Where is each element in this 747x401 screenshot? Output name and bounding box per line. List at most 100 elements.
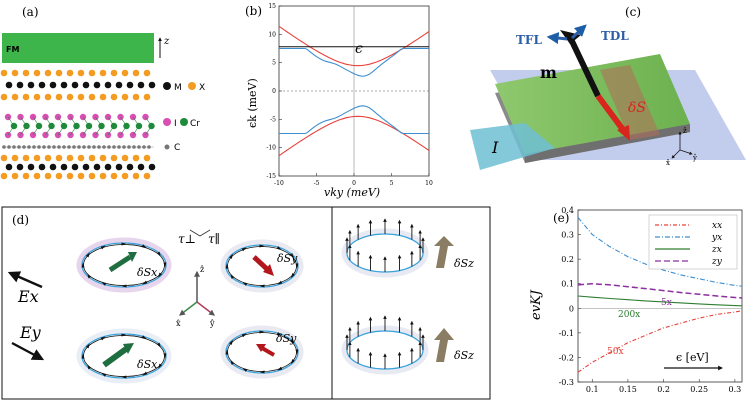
x-atom [88,69,96,77]
x-atom [99,69,107,77]
c-atom [22,145,26,149]
kj-xlabel: ϵ [eV] [676,351,709,364]
c-atom [142,145,146,149]
m-atom [137,81,145,89]
bond [95,125,102,136]
panel-e-label: (e) [553,211,569,225]
m-atom [115,163,123,171]
x-atom [88,93,96,101]
tau-axes-glyph [189,229,211,237]
spin-arrow-glyph [259,370,265,374]
x-tick-label: -5 [314,180,320,187]
bond [132,125,140,136]
c-atom [82,145,86,149]
dsy-bottom-label: δSy [276,332,297,345]
m-atom [16,163,24,171]
fm-label: FM [6,45,19,54]
x-atom [143,69,151,77]
legend-x: X [199,83,205,93]
bond [57,125,65,136]
x-atom [33,154,41,162]
spin-arrow-glyph [141,244,147,249]
y-tick-label: 0 [272,88,276,95]
bond [20,116,27,127]
c-atom [92,145,96,149]
m-atom [104,81,112,89]
dsy-top-arrowhead [263,264,274,276]
c-atom [17,145,21,149]
spin-arrow-glyph [295,349,299,355]
bond [82,125,90,136]
y-tick-label: -0.3 [559,378,574,387]
spin-arrow-glyph [121,375,127,379]
c-atom [122,145,126,149]
dsx-bottom-arrowhead [123,343,134,354]
x-atom [44,154,52,162]
bond [107,125,115,136]
bond [95,116,102,127]
c-atom [137,145,141,149]
panel-a-label: (a) [22,5,39,19]
x-atom [143,172,151,180]
dsy-bottom-arrow [260,346,276,357]
magnetization-arrowhead [560,30,581,44]
x-tick-label: 0.1 [586,385,599,394]
bond [32,116,40,127]
x-tick-label: 0.2 [657,385,670,394]
x-atom-legend [188,82,196,90]
c-axis-y [679,149,693,155]
x-atom [121,93,129,101]
epsilon-label: ϵ [355,41,363,57]
fermi-contour-inner [83,244,165,286]
d-axis-y-label: ŷ [209,319,215,328]
legend-m: M [174,83,182,93]
spin-arrow-glyph [291,273,295,279]
kj-lines [577,217,743,373]
fermi-contour [81,333,167,379]
x-atom [143,154,151,162]
dsx-top-label: δSx [137,266,158,279]
x-atom [110,172,118,180]
spin-arrow-glyph [242,282,248,286]
m-atom [38,81,46,89]
spin-arrow-glyph [156,342,161,348]
m-atom [38,163,46,171]
x-atom [22,93,30,101]
spin-arrow-glyph [141,335,147,340]
c-axis-x-label: x̂ [666,158,670,167]
x-atom [55,154,63,162]
torque-fl-arrow [546,32,568,45]
spin-arrow-glyph [142,371,148,376]
bond [7,116,15,127]
magnetization-vector [567,35,601,98]
ellipse-shadow [220,239,304,293]
m-atom [148,163,156,171]
spin-arrow-glyph [87,364,92,370]
c-atom [72,145,76,149]
m-atom [60,163,68,171]
c-atom [37,145,41,149]
y-tick-label: 0.1 [561,280,574,289]
spin-arrow-glyph [81,353,85,359]
ex-arrow [7,271,43,289]
bond [70,116,77,127]
spin-arrow-glyph [277,366,283,371]
m-atom [49,81,57,89]
spin-arrow-glyph [295,263,299,269]
x-tick-label: 0 [352,180,356,187]
x-atom [132,69,140,77]
x-atom [44,69,52,77]
fm-layer [2,33,154,63]
m-atom [71,163,79,171]
m-atom [27,163,35,171]
panel-d-label: (d) [12,213,29,227]
c-atom [57,145,61,149]
spin-arrow-glyph [87,273,92,279]
torque-dl-label: TDL [601,29,629,43]
panel-b-label: (b) [245,4,262,18]
x-tick-label: 5 [390,180,394,187]
x-atom [99,172,107,180]
dsz-top-label: δSz [454,257,474,270]
